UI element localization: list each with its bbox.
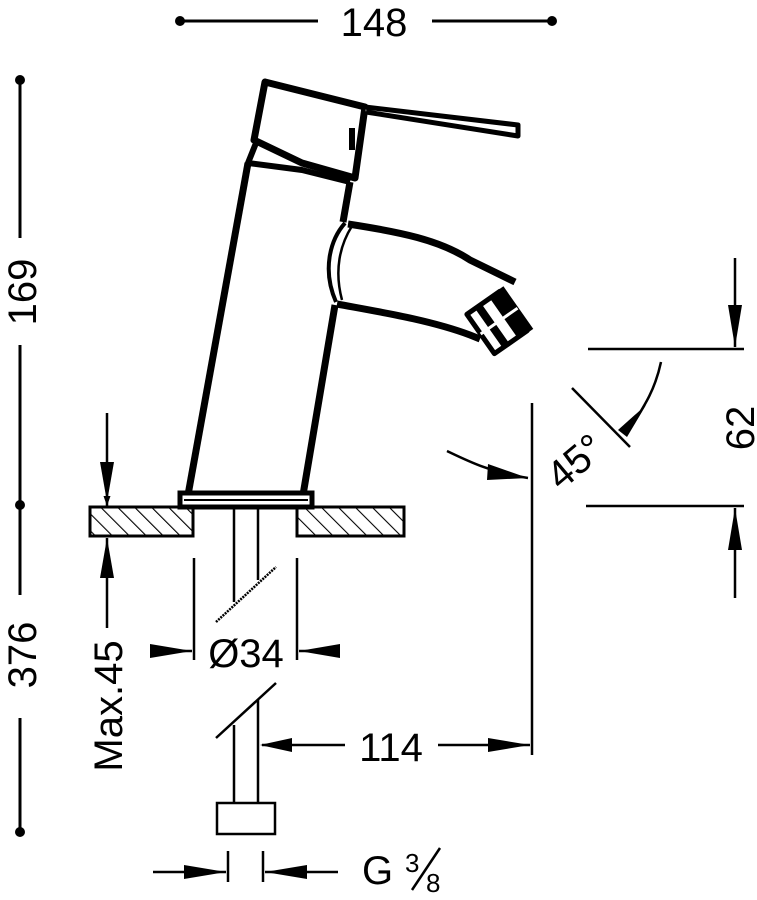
dimension-base-diameter: Ø34 [150,558,340,676]
base-diameter-label: Ø34 [208,632,284,676]
lower-height-label: 376 [1,622,45,689]
thread-fraction-numerator: 3 [405,848,419,878]
dimension-spout-reach: 114 [260,403,534,770]
lever-handle [245,78,521,185]
max-deck-thickness-label: Max.45 [87,640,131,771]
deck-section [88,505,406,538]
brand-logo-mark [349,128,355,150]
faucet-body [184,162,354,496]
dimension-overall-width: 148 [175,1,557,45]
spout-angle-label: 45° [538,426,613,499]
thread-fraction-denominator: 8 [426,868,440,898]
spout-height-label: 62 [719,406,757,451]
dimension-spout-angle: 45° [446,361,663,499]
overall-width-label: 148 [341,1,408,45]
aerator [464,286,534,357]
dimension-spout-height: 62 [586,258,757,598]
base-flange [177,490,315,510]
dimension-vertical-chain: 169 376 [1,75,45,837]
dimension-connection-thread: G 3 8 [153,847,442,898]
dimension-deck-thickness: Max.45 [87,413,131,772]
spout [326,220,534,357]
spout-reach-label: 114 [359,726,423,770]
upper-height-label: 169 [1,259,45,326]
thread-type-label: G [362,849,393,893]
supply-hose [215,507,277,836]
